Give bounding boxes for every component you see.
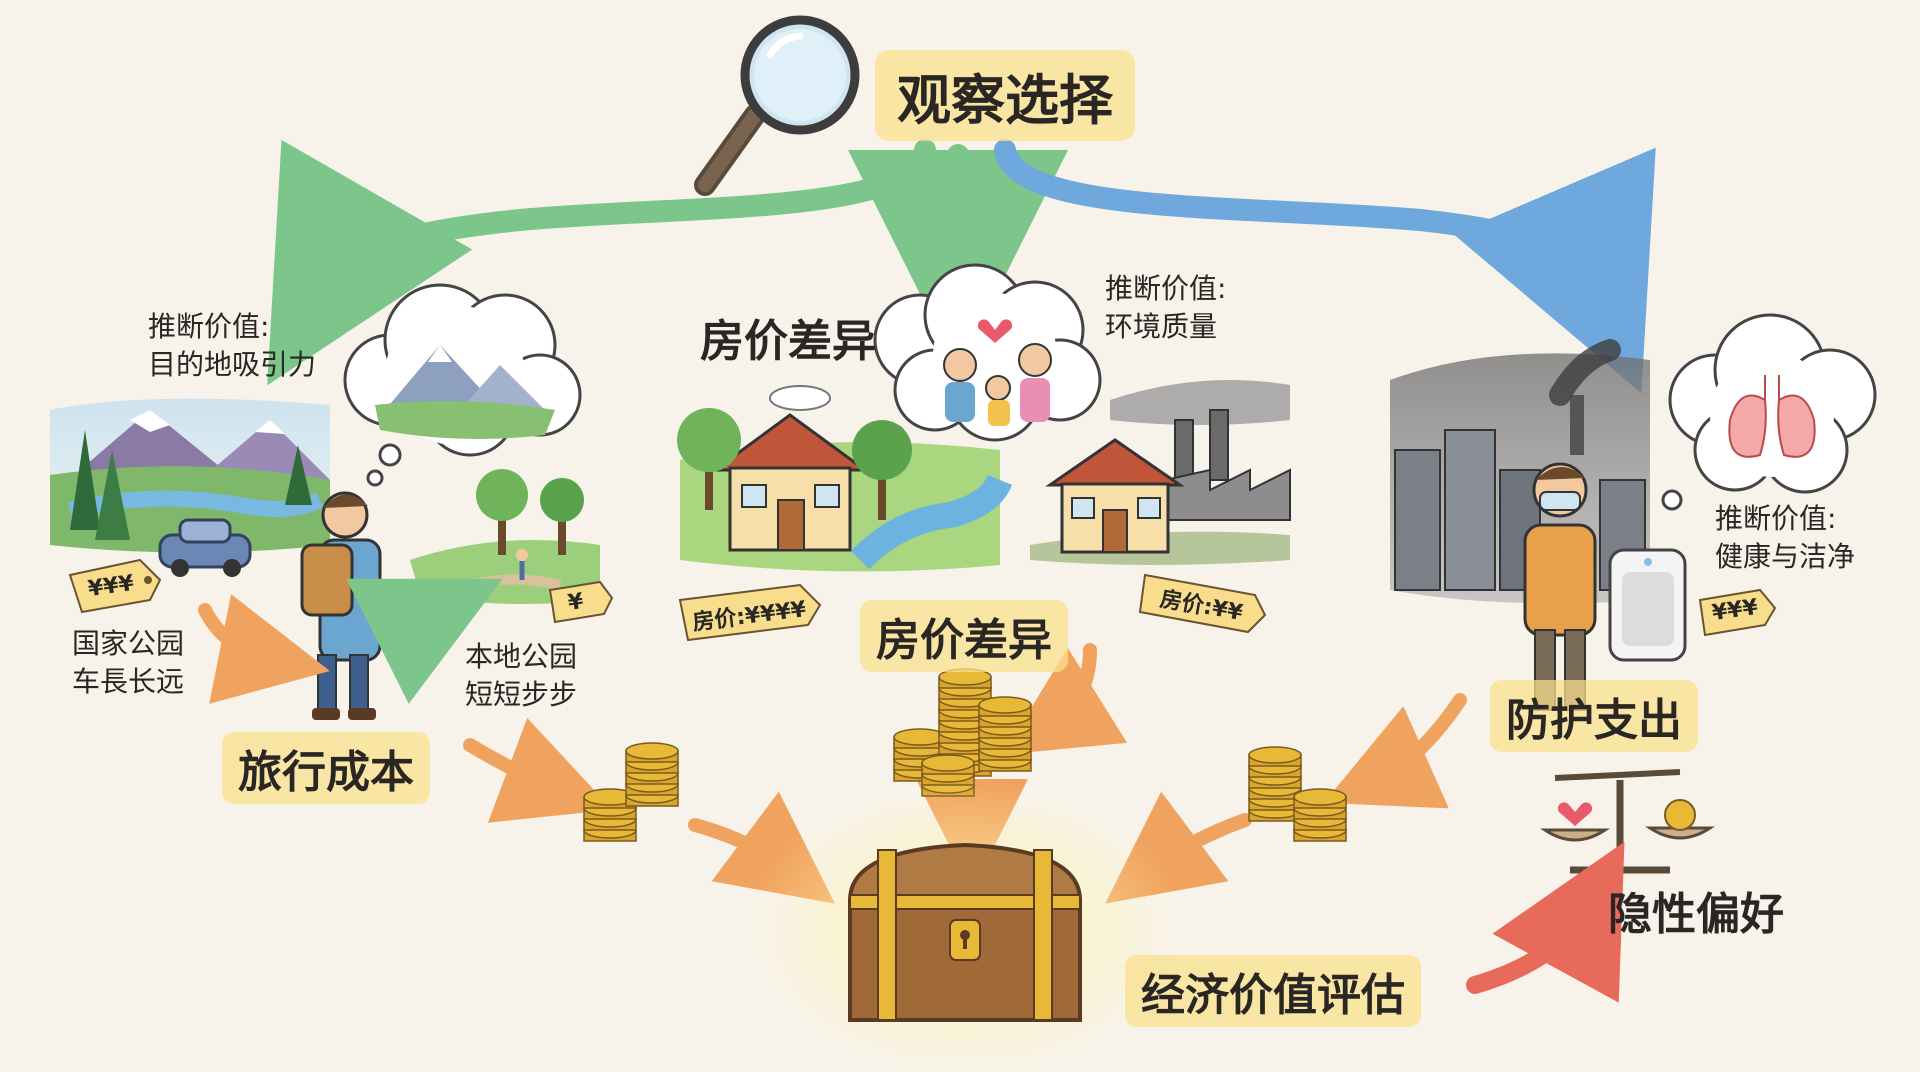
orange-arrow-housing-to-coins (1002, 643, 1128, 755)
treasure-chest-icon (745, 780, 1185, 1072)
orange-arrow-national (198, 594, 330, 704)
protection-price-tag (1698, 588, 1777, 637)
orange-arrow-travel-to-coins (463, 717, 613, 823)
national-park-line1: 国家公园 (72, 627, 185, 660)
arrow-to-protection (994, 139, 1656, 394)
red-arrow-to-preference (1466, 841, 1625, 1003)
magnifier-icon (694, 15, 860, 196)
housing-inferred-label: 推断价值: (1105, 272, 1227, 305)
air-purifier-icon (1608, 548, 1687, 662)
travel-price-tag-near-text: ¥ (566, 589, 585, 616)
coin-stack-left (583, 742, 679, 842)
page-title: 观察选择 (875, 50, 1135, 141)
housing-heading-top: 房价差异 (700, 316, 876, 367)
national-park-caption: 国家公园 车長长远 (72, 625, 184, 701)
housing-price-tag-polluted (1138, 573, 1267, 634)
local-park-scene (410, 469, 600, 604)
result-heading: 经济价值评估 (1125, 955, 1421, 1027)
arrow-to-travel (267, 139, 936, 386)
local-park-caption: 本地公园 短短步步 (465, 638, 577, 714)
local-park-line1: 本地公园 (465, 640, 578, 673)
coin-top (893, 728, 947, 746)
housing-price-tag-clean (678, 583, 822, 642)
travel-cost-heading: 旅行成本 (222, 732, 430, 804)
protection-inferred-label: 推断价值: (1715, 502, 1837, 535)
thought-cloud-mountains (343, 283, 582, 487)
protection-inferred-value: 推断价值: 健康与洁净 (1715, 500, 1855, 576)
preference-label: 隐性偏好 (1608, 889, 1784, 940)
green-arrow-local (346, 578, 503, 704)
protection-heading: 防护支出 (1490, 680, 1698, 752)
travel-price-tag-far (68, 558, 162, 614)
masked-person-figure (1523, 462, 1597, 711)
coin-top (1293, 788, 1347, 806)
coin-top (921, 754, 975, 772)
coin-top (978, 696, 1032, 714)
housing-inferred-value: 推断价值: 环境质量 (1105, 270, 1226, 346)
balance-scale-icon (1540, 769, 1715, 874)
polluted-house-scene (1030, 380, 1291, 565)
travel-inferred-value: 推断价值: 目的地吸引力 (148, 308, 316, 384)
coin-top (1248, 746, 1302, 764)
coin-top (625, 742, 679, 760)
travel-inferred-label: 推断价值: (148, 310, 270, 343)
thought-cloud-family (873, 263, 1102, 446)
housing-heading-bottom: 房价差异 (860, 600, 1068, 672)
clean-house-scene (677, 385, 1013, 572)
national-park-line2: 车長长远 (72, 665, 185, 698)
coin-stack-center (893, 668, 1032, 797)
coin-stack-right (1248, 746, 1347, 842)
orange-arrow-protection-to-coins (1323, 693, 1467, 809)
travel-price-tag-near (548, 580, 614, 624)
housing-inferred-text: 环境质量 (1105, 310, 1218, 343)
local-park-line2: 短短步步 (465, 678, 578, 711)
travel-inferred-text: 目的地吸引力 (148, 348, 317, 381)
orange-arrow-right-coins-to-chest (1105, 791, 1252, 904)
protection-inferred-text: 健康与洁净 (1715, 540, 1856, 573)
national-park-scene (50, 398, 330, 577)
thought-cloud-lungs (1661, 313, 1877, 511)
